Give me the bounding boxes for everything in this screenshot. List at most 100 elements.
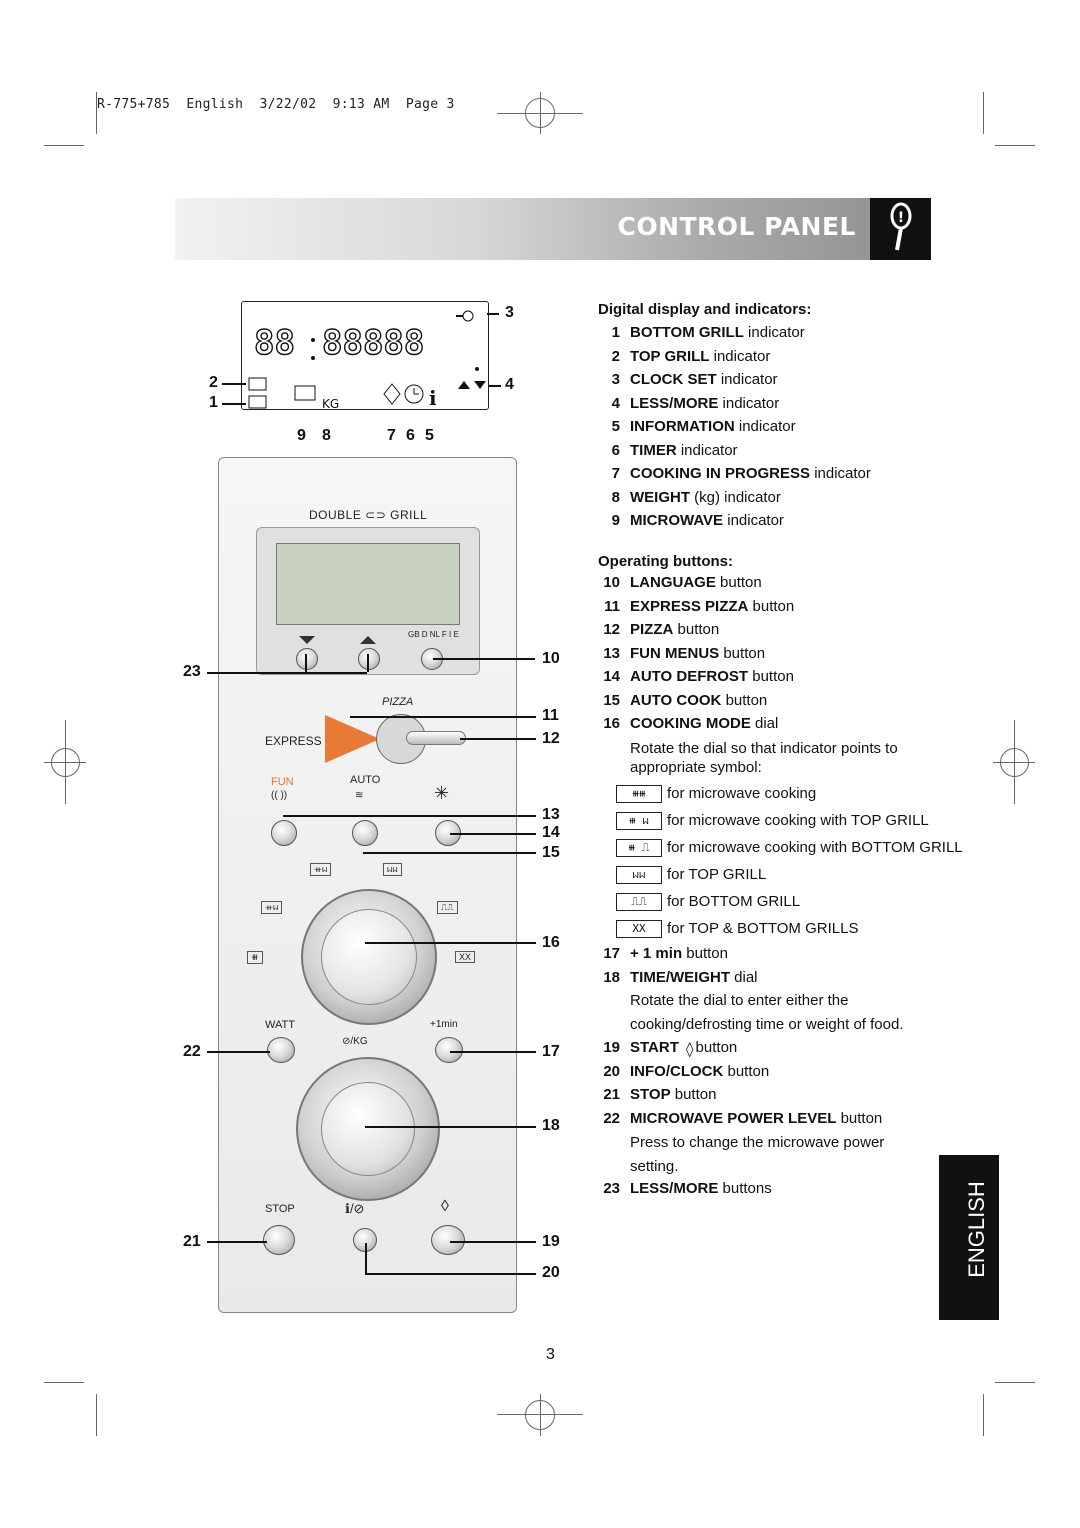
fun-menus-button[interactable] — [271, 820, 297, 846]
svg-text:88: 88 — [254, 323, 295, 363]
callout-1: 1 — [209, 394, 218, 411]
item-number: 15 — [603, 691, 620, 709]
crop-mark — [44, 145, 84, 146]
crop-mark — [96, 1394, 97, 1436]
item-name: WEIGHT — [630, 488, 690, 506]
leader-line — [365, 1243, 367, 1273]
mode-description: for TOP & BOTTOM GRILLS — [667, 920, 859, 937]
item-number: 1 — [611, 324, 620, 341]
item-number: 3 — [611, 371, 620, 388]
language-side-tab: ENGLISH — [939, 1155, 999, 1320]
callout-7: 7 — [387, 427, 396, 444]
plus-1-min-button[interactable] — [435, 1037, 463, 1063]
svg-text:i: i — [429, 386, 437, 409]
item-suffix: button — [682, 945, 728, 962]
mode-description: for TOP GRILL — [667, 866, 767, 883]
item-suffix: button — [836, 1109, 883, 1127]
crop-mark — [983, 1394, 984, 1436]
leader-line — [365, 1126, 536, 1128]
less-arrow-icon — [299, 636, 315, 644]
start-button[interactable] — [431, 1225, 465, 1255]
auto-cook-icon: ≋ — [355, 790, 364, 801]
leader-line — [365, 942, 536, 944]
item-suffix: button — [719, 644, 766, 662]
stop-button[interactable] — [263, 1225, 295, 1255]
watt-label: WATT — [265, 1019, 295, 1031]
leader-line — [450, 1051, 536, 1053]
crop-mark — [44, 1382, 84, 1383]
registration-mark — [525, 98, 555, 128]
crop-mark — [983, 92, 984, 134]
callout-20: 20 — [542, 1264, 560, 1281]
item-name: BOTTOM GRILL — [630, 324, 744, 341]
item-number: 18 — [603, 968, 620, 986]
crop-mark — [995, 1382, 1035, 1383]
callout-17: 17 — [542, 1043, 560, 1060]
item-suffix: dial — [750, 715, 779, 732]
item-number: 14 — [603, 668, 620, 685]
mode-item: ⧻ ⎍for microwave cooking with BOTTOM GRI… — [616, 839, 963, 858]
item-name: MICROWAVE — [630, 512, 724, 529]
mode-symbol-icon: XX — [616, 920, 662, 939]
crop-mark — [96, 92, 97, 134]
leader-line — [460, 738, 536, 740]
more-button[interactable] — [358, 648, 380, 670]
item-suffix: button — [715, 574, 762, 591]
more-arrow-icon — [360, 636, 376, 644]
fun-label: FUN — [271, 776, 294, 788]
leader-line — [207, 672, 367, 674]
leader-line — [489, 385, 501, 387]
item-name: COOKING MODE — [630, 715, 751, 732]
item-name: FUN MENUS — [630, 644, 720, 662]
less-button[interactable] — [296, 648, 318, 670]
item-suffix: indicator — [810, 465, 871, 482]
item-number: 17 — [603, 945, 620, 962]
dial18-desc-line1: Rotate the dial to enter either the — [630, 992, 849, 1009]
cooking-mode-knob[interactable] — [321, 909, 417, 1005]
leader-line — [363, 852, 536, 854]
mode-symbol: ⧻ᥕ — [261, 901, 283, 914]
crop-mark — [995, 145, 1035, 146]
mode-description: for microwave cooking with TOP GRILL — [667, 812, 929, 829]
item-name: COOKING IN PROGRESS — [630, 465, 811, 482]
item-suffix: button — [748, 668, 794, 685]
dial18-desc-line2: cooking/defrosting time or weight of foo… — [630, 1016, 904, 1033]
mode-symbol: ⧻ — [247, 951, 263, 964]
item-name: TOP GRILL — [630, 347, 710, 365]
item-name: STOP — [630, 1086, 671, 1103]
auto-cook-button[interactable] — [352, 820, 378, 846]
item-number: 12 — [603, 621, 620, 638]
svg-text:88888: 88888 — [322, 323, 424, 363]
microwave-power-level-button[interactable] — [267, 1037, 295, 1063]
express-pizza-button[interactable] — [325, 715, 380, 763]
time-weight-dial[interactable] — [296, 1057, 440, 1201]
b22-desc-line1: Press to change the microwave power — [630, 1134, 885, 1151]
item-name: LESS/MORE — [630, 394, 719, 412]
callout-2: 2 — [209, 374, 218, 391]
time-weight-knob[interactable] — [321, 1082, 415, 1176]
item-suffix: button — [723, 1062, 770, 1080]
mode-symbol-icon: ᥕᥕ — [616, 866, 662, 885]
callout-14: 14 — [542, 824, 560, 841]
registration-mark — [525, 1400, 555, 1430]
kg-indicator: KG — [322, 397, 339, 409]
registration-mark — [51, 748, 80, 777]
cooking-mode-dial[interactable] — [301, 889, 437, 1025]
leader-line — [433, 658, 535, 660]
time-weight-label: ⊘/KG — [342, 1036, 368, 1047]
express-label: EXPRESS — [265, 734, 322, 748]
leader-line — [222, 403, 246, 405]
display-section-heading: Digital display and indicators: — [598, 301, 812, 318]
brand-label: DOUBLE ⊂⊃ GRILL — [309, 508, 428, 522]
mode-description: for BOTTOM GRILL — [667, 893, 801, 910]
mode-description: for microwave cooking — [667, 785, 817, 802]
b22-desc-line2: setting. — [630, 1158, 679, 1175]
side-tab-label: ENGLISH — [964, 1181, 989, 1278]
